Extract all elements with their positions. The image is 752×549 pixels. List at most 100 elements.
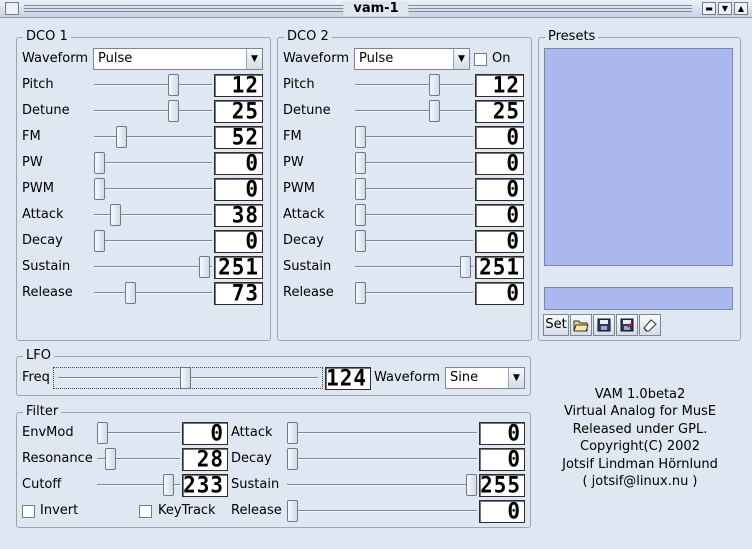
dco1-slider-track-pitch[interactable] bbox=[94, 84, 212, 86]
dco1-slider-handle-sustain[interactable] bbox=[198, 256, 210, 278]
dco2-slider-handle-pitch[interactable] bbox=[428, 74, 440, 96]
dco2-slider-handle-sustain[interactable] bbox=[459, 256, 471, 278]
dco1-slider-handle-decay[interactable] bbox=[94, 230, 105, 252]
filter-env-label-release: Release bbox=[231, 503, 282, 518]
dco2-slider-track-decay[interactable] bbox=[355, 240, 473, 242]
delete-preset-button[interactable] bbox=[639, 314, 661, 336]
keytrack-checkbox[interactable] bbox=[139, 505, 152, 518]
dco1-slider-track-sustain[interactable] bbox=[94, 266, 212, 268]
dco2-slider-track-release[interactable] bbox=[355, 292, 473, 294]
save-preset-button[interactable] bbox=[593, 314, 615, 336]
filter-display-resonance: 28 bbox=[182, 448, 228, 471]
filter-env-slider-handle-release[interactable] bbox=[287, 500, 298, 522]
dco1-display-decay: 0 bbox=[214, 230, 263, 253]
filter-slider-handle-resonance[interactable] bbox=[104, 448, 116, 470]
dco2-slider-track-pwm[interactable] bbox=[355, 188, 473, 190]
dco2-label-detune: Detune bbox=[283, 103, 331, 118]
filter-env-value-sustain: 255 bbox=[480, 472, 521, 498]
dco2-slider-track-pw[interactable] bbox=[355, 162, 473, 164]
dco2-slider-handle-pwm[interactable] bbox=[355, 178, 366, 200]
filter-label-envmod: EnvMod bbox=[22, 425, 74, 440]
dco2-value-pitch: 12 bbox=[492, 72, 520, 98]
filter-env-display-decay: 0 bbox=[479, 448, 525, 471]
lfo-freq-slider-handle[interactable] bbox=[180, 367, 191, 389]
shade-down-icon[interactable]: ▼ bbox=[718, 2, 732, 15]
set-preset-button[interactable]: Set bbox=[543, 314, 569, 336]
dco2-slider-track-attack[interactable] bbox=[355, 214, 473, 216]
dco1-slider-handle-detune[interactable] bbox=[167, 100, 179, 122]
dco1-slider-handle-pw[interactable] bbox=[94, 152, 105, 174]
dco2-label-pw: PW bbox=[283, 155, 304, 170]
dco2-slider-handle-fm[interactable] bbox=[355, 126, 366, 148]
dco2-display-pitch: 12 bbox=[475, 74, 524, 97]
filter-env-slider-track-release[interactable] bbox=[287, 510, 477, 512]
dco2-slider-handle-attack[interactable] bbox=[355, 204, 366, 226]
lfo-waveform-select[interactable]: Sine ▼ bbox=[445, 367, 525, 389]
dco1-slider-handle-pitch[interactable] bbox=[167, 74, 179, 96]
dco1-display-pwm: 0 bbox=[214, 178, 263, 201]
dco2-label-pwm: PWM bbox=[283, 181, 315, 196]
chevron-down-icon: ▼ bbox=[453, 49, 469, 69]
save-as-preset-button[interactable] bbox=[616, 314, 638, 336]
filter-env-label-sustain: Sustain bbox=[231, 477, 280, 492]
invert-checkbox[interactable] bbox=[22, 505, 35, 518]
chevron-down-icon: ▼ bbox=[508, 368, 524, 388]
dco1-slider-track-detune[interactable] bbox=[94, 110, 212, 112]
filter-slider-track-envmod[interactable] bbox=[97, 432, 180, 434]
dco1-value-detune: 25 bbox=[231, 98, 259, 124]
dco1-slider-track-release[interactable] bbox=[94, 292, 212, 294]
dco1-slider-track-attack[interactable] bbox=[94, 214, 212, 216]
filter-slider-handle-envmod[interactable] bbox=[97, 422, 108, 444]
dco1-slider-handle-attack[interactable] bbox=[110, 204, 122, 226]
dco2-slider-track-detune[interactable] bbox=[355, 110, 473, 112]
dco1-slider-track-pwm[interactable] bbox=[94, 188, 212, 190]
dco2-slider-handle-release[interactable] bbox=[355, 282, 366, 304]
filter-env-slider-handle-decay[interactable] bbox=[287, 448, 298, 470]
dco1-label-pwm: PWM bbox=[22, 181, 54, 196]
dco2-on-checkbox[interactable] bbox=[474, 53, 487, 66]
filter-env-display-attack: 0 bbox=[479, 422, 525, 445]
dco1-slider-track-fm[interactable] bbox=[94, 136, 212, 138]
dco1-waveform-select[interactable]: Pulse ▼ bbox=[93, 48, 263, 70]
open-preset-button[interactable] bbox=[570, 314, 592, 336]
filter-env-slider-handle-attack[interactable] bbox=[287, 422, 298, 444]
window-menu-button[interactable] bbox=[5, 2, 19, 15]
preset-list[interactable] bbox=[544, 48, 733, 266]
dco2-slider-track-pitch[interactable] bbox=[355, 84, 473, 86]
dco1-slider-handle-release[interactable] bbox=[125, 282, 137, 304]
filter-env-slider-track-attack[interactable] bbox=[287, 432, 477, 434]
window-title: vam-1 bbox=[343, 1, 409, 16]
dco1-slider-track-pw[interactable] bbox=[94, 162, 212, 164]
about-line: Virtual Analog for MusE bbox=[563, 404, 717, 420]
dco1-slider-track-decay[interactable] bbox=[94, 240, 212, 242]
lfo-waveform-label: Waveform bbox=[374, 370, 440, 385]
dco2-slider-track-fm[interactable] bbox=[355, 136, 473, 138]
filter-env-display-sustain: 255 bbox=[479, 474, 525, 497]
presets-title: Presets bbox=[545, 29, 599, 44]
minimize-icon[interactable]: ▬ bbox=[702, 2, 716, 15]
about-line: ( jotsif@linux.nu ) bbox=[582, 474, 698, 490]
filter-env-slider-track-sustain[interactable] bbox=[287, 484, 477, 486]
preset-name-input[interactable] bbox=[544, 287, 733, 310]
title-bar[interactable]: vam-1 ▬ ▼ ▲ bbox=[0, 0, 752, 18]
filter-slider-track-resonance[interactable] bbox=[97, 458, 180, 460]
dco1-slider-handle-fm[interactable] bbox=[116, 126, 128, 148]
close-icon[interactable]: ▲ bbox=[734, 2, 748, 15]
filter-env-slider-track-decay[interactable] bbox=[287, 458, 477, 460]
dco1-slider-handle-pwm[interactable] bbox=[94, 178, 105, 200]
dco2-slider-track-sustain[interactable] bbox=[355, 266, 473, 268]
dco1-value-pitch: 12 bbox=[231, 72, 259, 98]
dco2-waveform-select[interactable]: Pulse ▼ bbox=[354, 48, 470, 70]
filter-env-slider-handle-sustain[interactable] bbox=[466, 474, 477, 496]
dco2-slider-handle-detune[interactable] bbox=[428, 100, 440, 122]
dco2-on-label: On bbox=[492, 51, 511, 66]
filter-slider-handle-cutoff[interactable] bbox=[162, 474, 174, 496]
dco2-value-decay: 0 bbox=[506, 228, 520, 254]
dco2-waveform-value: Pulse bbox=[359, 51, 394, 66]
dco2-slider-handle-decay[interactable] bbox=[355, 230, 366, 252]
dco1-value-attack: 38 bbox=[231, 202, 259, 228]
eraser-icon bbox=[643, 319, 657, 332]
about-line: VAM 1.0beta2 bbox=[594, 387, 686, 402]
dco2-slider-handle-pw[interactable] bbox=[355, 152, 366, 174]
filter-slider-track-cutoff[interactable] bbox=[97, 484, 180, 486]
